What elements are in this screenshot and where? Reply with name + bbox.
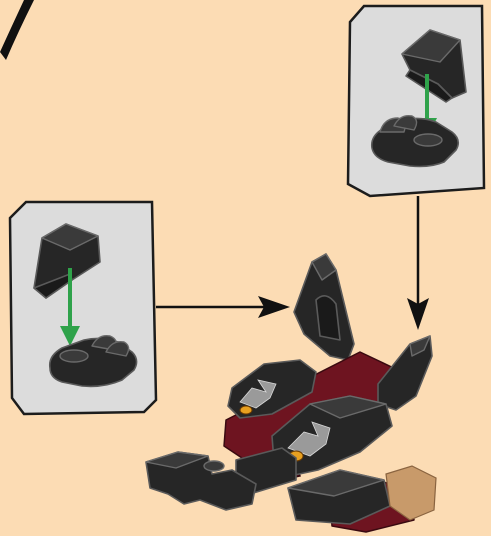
corner-swoosh bbox=[0, 0, 34, 60]
callout-connectors bbox=[156, 196, 429, 330]
right-wing-piece bbox=[378, 336, 432, 410]
substep-panel-right bbox=[348, 6, 484, 196]
left-wing-piece bbox=[294, 254, 354, 360]
dragon-model-assembly bbox=[146, 254, 436, 532]
substep-panel-left bbox=[10, 202, 156, 414]
